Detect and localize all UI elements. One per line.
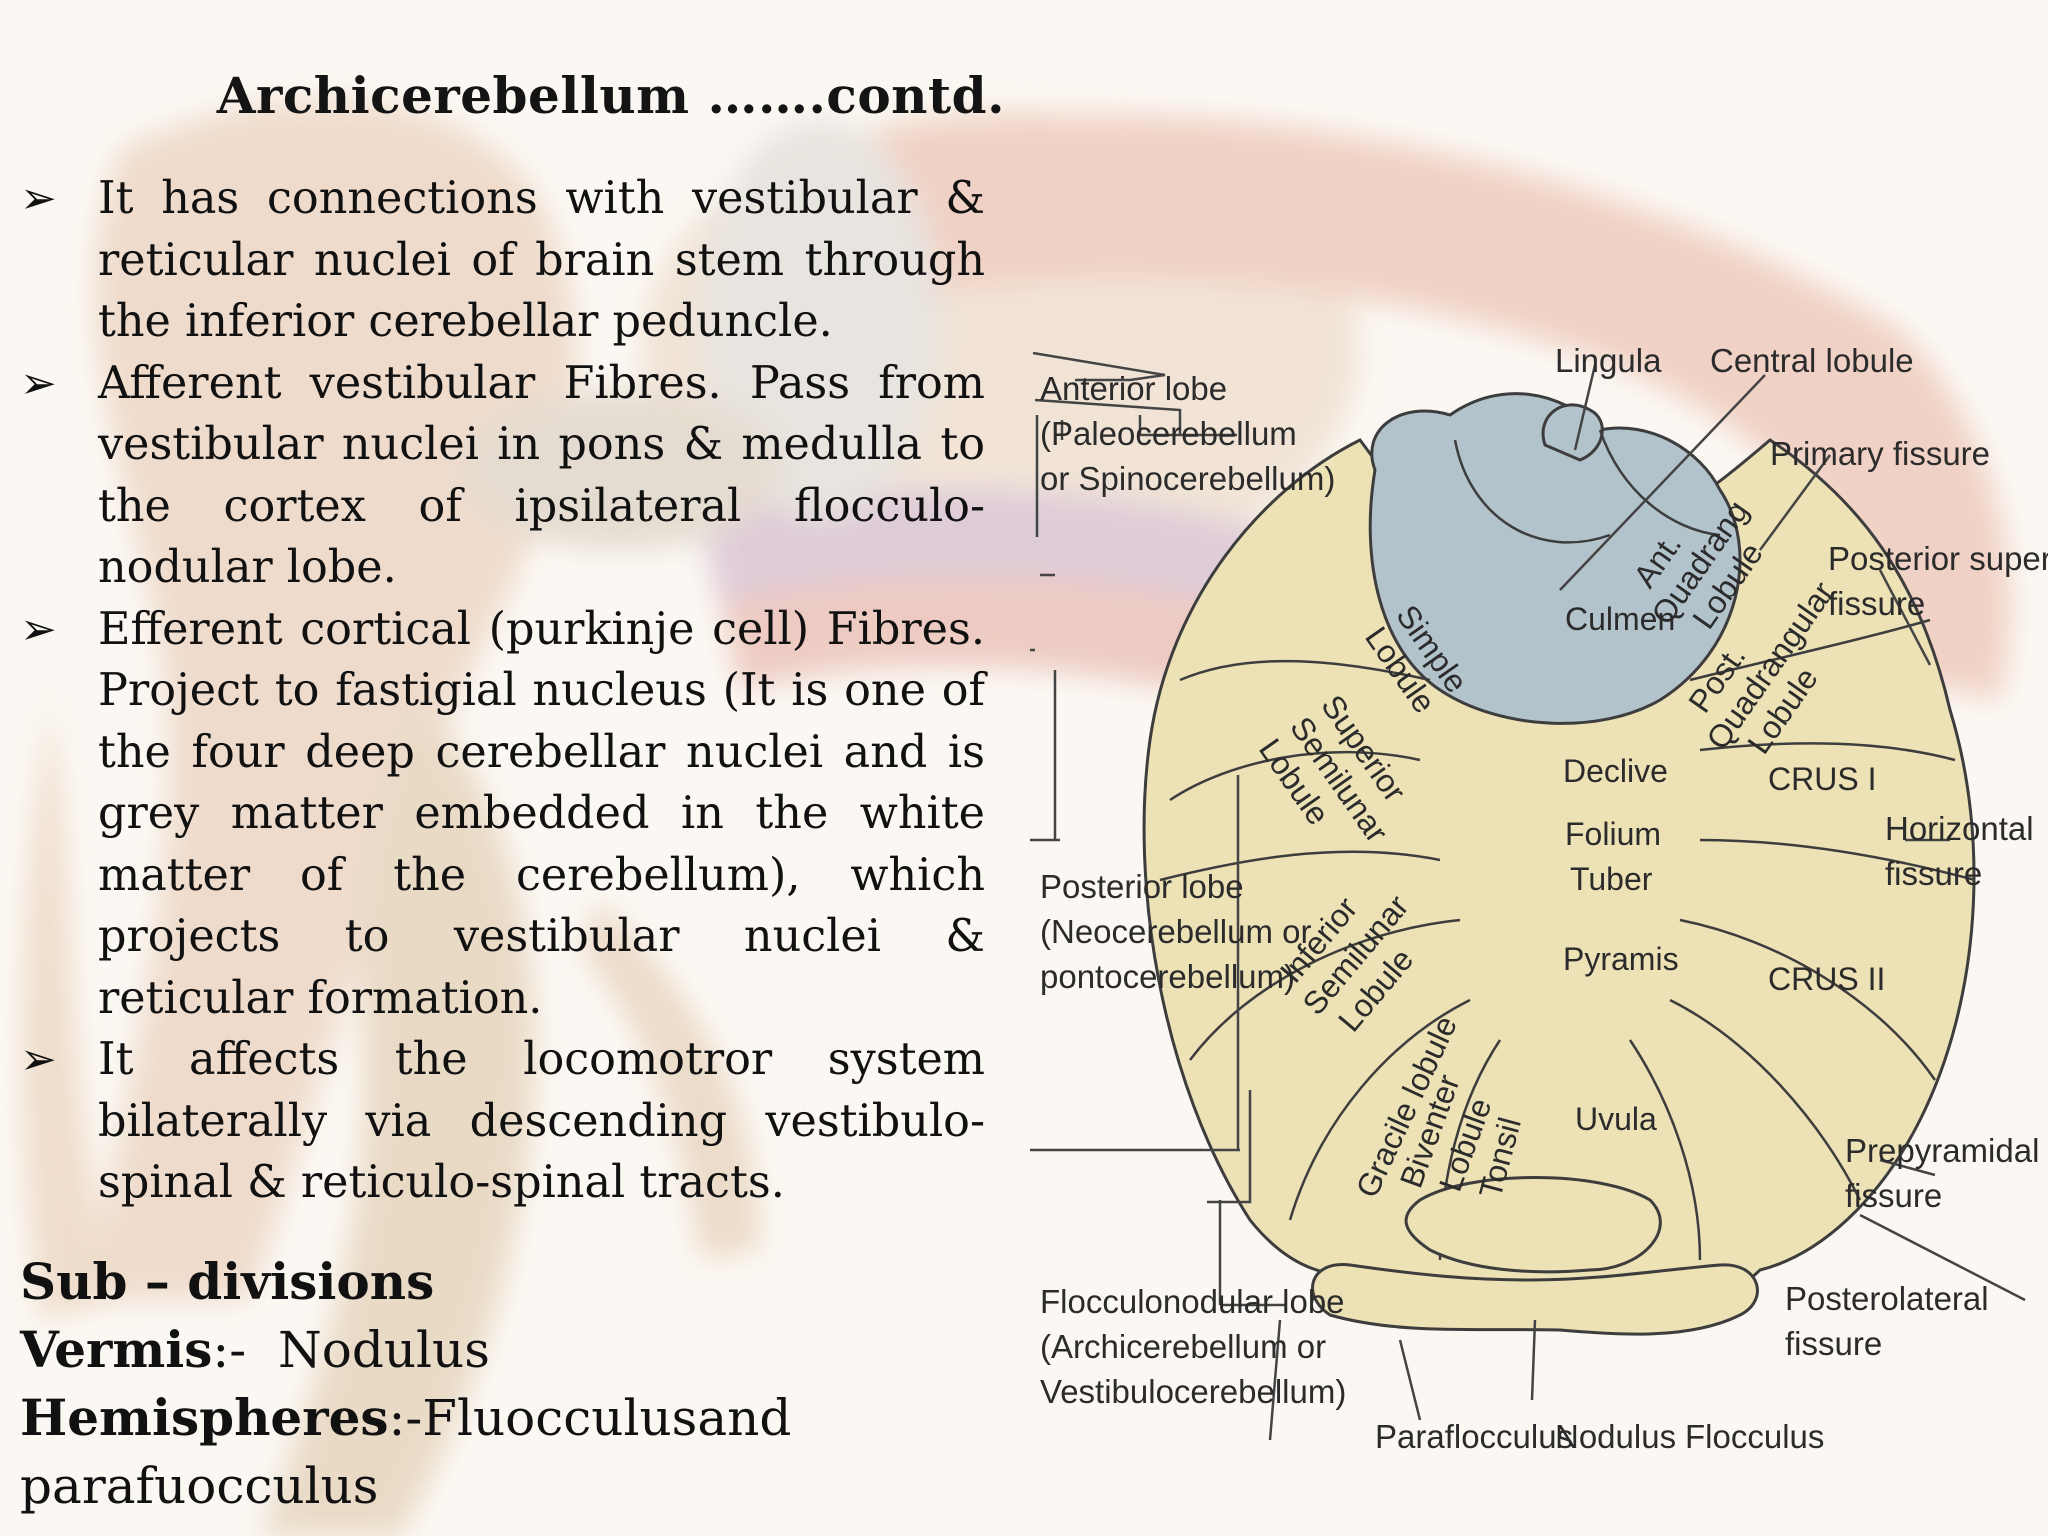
prepyramidal-fissure-label: Prepyramidal [1845, 1132, 2039, 1169]
uvula-label: Uvula [1575, 1101, 1657, 1137]
bullet-arrow-icon: ➢ [20, 173, 57, 224]
bullet-text: Afferent vestibular Fibres. Pass from ve… [98, 357, 985, 594]
bullet-arrow-icon: ➢ [20, 1034, 57, 1085]
folium-label: Folium [1565, 816, 1661, 852]
declive-label: Declive [1563, 753, 1668, 789]
anterior-lobe-label: (Paleocerebellum [1040, 415, 1297, 452]
primary-fissure-label: Primary fissure [1770, 435, 1990, 472]
posterior-superior-fissure-label: fissure [1828, 585, 1925, 622]
hemispheres-line: Hemispheres:-Fluocculusand [20, 1384, 985, 1452]
vermis-separator: :- [212, 1321, 247, 1379]
bracket-lines [1030, 351, 2026, 1441]
bullet-item: ➢ It has connections with vestibular & r… [20, 168, 985, 353]
bullet-text: It affects the locomotror system bilater… [98, 1034, 985, 1208]
nodulus-label: Nodulus [1555, 1418, 1676, 1455]
nodulus-shape [1404, 1176, 1662, 1274]
posterior-superior-fissure-label: Posterior superior [1828, 540, 2048, 577]
central-lobule-label: Central lobule [1710, 342, 1914, 379]
bullet-item: ➢ It affects the locomotror system bilat… [20, 1029, 985, 1214]
horizontal-fissure-label: Horizontal [1885, 810, 2034, 847]
culmen-label: Culmen [1565, 601, 1675, 637]
crus-2-label: CRUS II [1768, 961, 1885, 997]
bullet-arrow-icon: ➢ [20, 357, 57, 409]
cerebellum-diagram: Anterior lobe (Paleocerebellum or Spinoc… [1030, 342, 2048, 1455]
posterior-lobe-label: pontocerebellum) [1040, 958, 1295, 995]
subdivisions-block: Sub – divisions Vermis:- Nodulus Hemisph… [20, 1248, 985, 1520]
vermis-line: Vermis:- Nodulus [20, 1316, 985, 1384]
tuber-label: Tuber [1570, 861, 1653, 897]
lingula-shape [1541, 403, 1604, 462]
hemispheres-separator: :- [388, 1389, 423, 1447]
anterior-lobe-label: or Spinocerebellum) [1040, 460, 1335, 497]
vermis-label: Vermis [20, 1320, 213, 1379]
posterior-lobe-label: (Neocerebellum or [1040, 913, 1311, 950]
subdivisions-heading: Sub – divisions [20, 1252, 435, 1311]
hemispheres-word: Fluocculus [422, 1389, 698, 1447]
posterolateral-fissure-label: fissure [1785, 1325, 1882, 1362]
hemispheres-word: and [697, 1389, 792, 1447]
lingula-label: Lingula [1555, 342, 1662, 379]
paraflocculus-label: Paraflocculus [1375, 1418, 1573, 1455]
flocculus-label: Flocculus [1685, 1418, 1824, 1455]
posterior-lobe-label: Posterior lobe [1040, 868, 1244, 905]
vermis-value: Nodulus [277, 1321, 490, 1379]
flocculonodular-label: Flocculonodular lobe [1040, 1283, 1345, 1320]
bullet-item: ➢ Afferent vestibular Fibres. Pass from … [20, 353, 985, 599]
crus-1-label: CRUS I [1768, 761, 1876, 797]
bullet-item: ➢ Efferent cortical (purkinje cell) Fibr… [20, 599, 985, 1030]
prepyramidal-fissure-label: fissure [1845, 1177, 1942, 1214]
anterior-lobe-label: Anterior lobe [1040, 370, 1227, 407]
hemispheres-label: Hemispheres [20, 1388, 389, 1447]
slide-title: Archicerebellum …….contd. [216, 66, 1005, 125]
bullet-list: ➢ It has connections with vestibular & r… [20, 168, 985, 1214]
posterolateral-fissure-label: Posterolateral [1785, 1280, 1989, 1317]
bullet-text: Efferent cortical (purkinje cell) Fibres… [98, 603, 985, 1024]
pyramis-label: Pyramis [1563, 941, 1679, 977]
anterior-lobe-shape [1368, 392, 1742, 725]
bullet-text: It has connections with vestibular & ret… [98, 173, 985, 347]
hemispheres-line-2: parafuocculus [20, 1457, 379, 1515]
posterior-lobe-shape [1142, 438, 1976, 1313]
flocculonodular-label: Vestibulocerebellum) [1040, 1373, 1346, 1410]
horizontal-fissure-label: fissure [1885, 855, 1982, 892]
bullet-arrow-icon: ➢ [20, 603, 57, 655]
flocculonodular-label: (Archicerebellum or [1040, 1328, 1326, 1365]
